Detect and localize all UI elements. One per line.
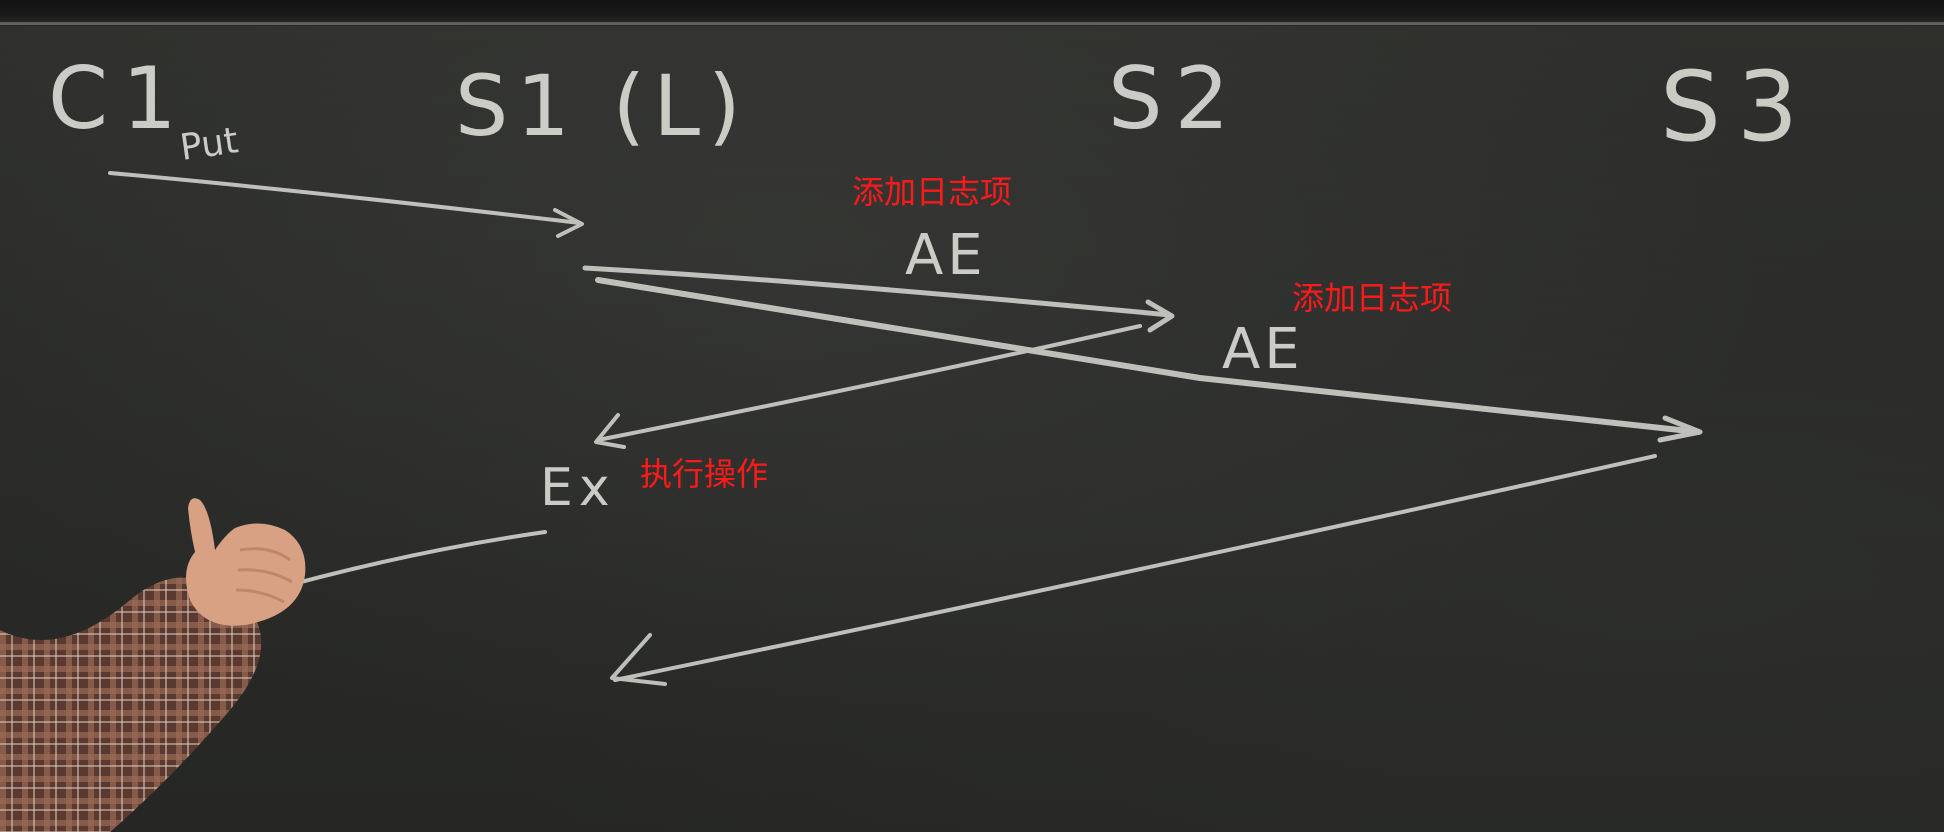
execute-label: Ex bbox=[540, 458, 616, 518]
sleeve bbox=[0, 577, 262, 832]
reply-arrow-s2 bbox=[596, 324, 1142, 442]
put-arrow bbox=[108, 171, 582, 225]
client-label: C1 bbox=[48, 49, 191, 149]
put-label: Put bbox=[178, 120, 241, 169]
ae-arrow-s3-head bbox=[1657, 415, 1703, 443]
ae-label-first: AE bbox=[905, 223, 987, 288]
board-top-chalk-line bbox=[0, 22, 1944, 25]
ae-arrow-s2-head bbox=[1145, 299, 1175, 333]
board-frame-top bbox=[0, 0, 1944, 26]
server3-label: S3 bbox=[1660, 51, 1814, 163]
reply-arrow-s3-head bbox=[610, 633, 667, 686]
annotation-execute-operation: 执行操作 bbox=[640, 455, 769, 493]
put-arrow-head bbox=[553, 208, 584, 238]
ae-label-second: AE bbox=[1222, 317, 1304, 382]
annotation-append-entry-s2: 添加日志项 bbox=[852, 173, 1013, 211]
ae-arrow-s3 bbox=[595, 277, 1701, 435]
server2-label: S2 bbox=[1108, 49, 1241, 149]
hand-skin bbox=[186, 498, 306, 626]
reply-arrow-s3 bbox=[613, 454, 1657, 682]
reply-arrow-s2-head bbox=[594, 413, 626, 449]
presenter-hand bbox=[0, 498, 306, 832]
ae-arrow-s2 bbox=[582, 265, 1173, 318]
leader-label: S1 (L) bbox=[455, 57, 749, 155]
annotation-append-entry-s3: 添加日志项 bbox=[1292, 279, 1453, 317]
